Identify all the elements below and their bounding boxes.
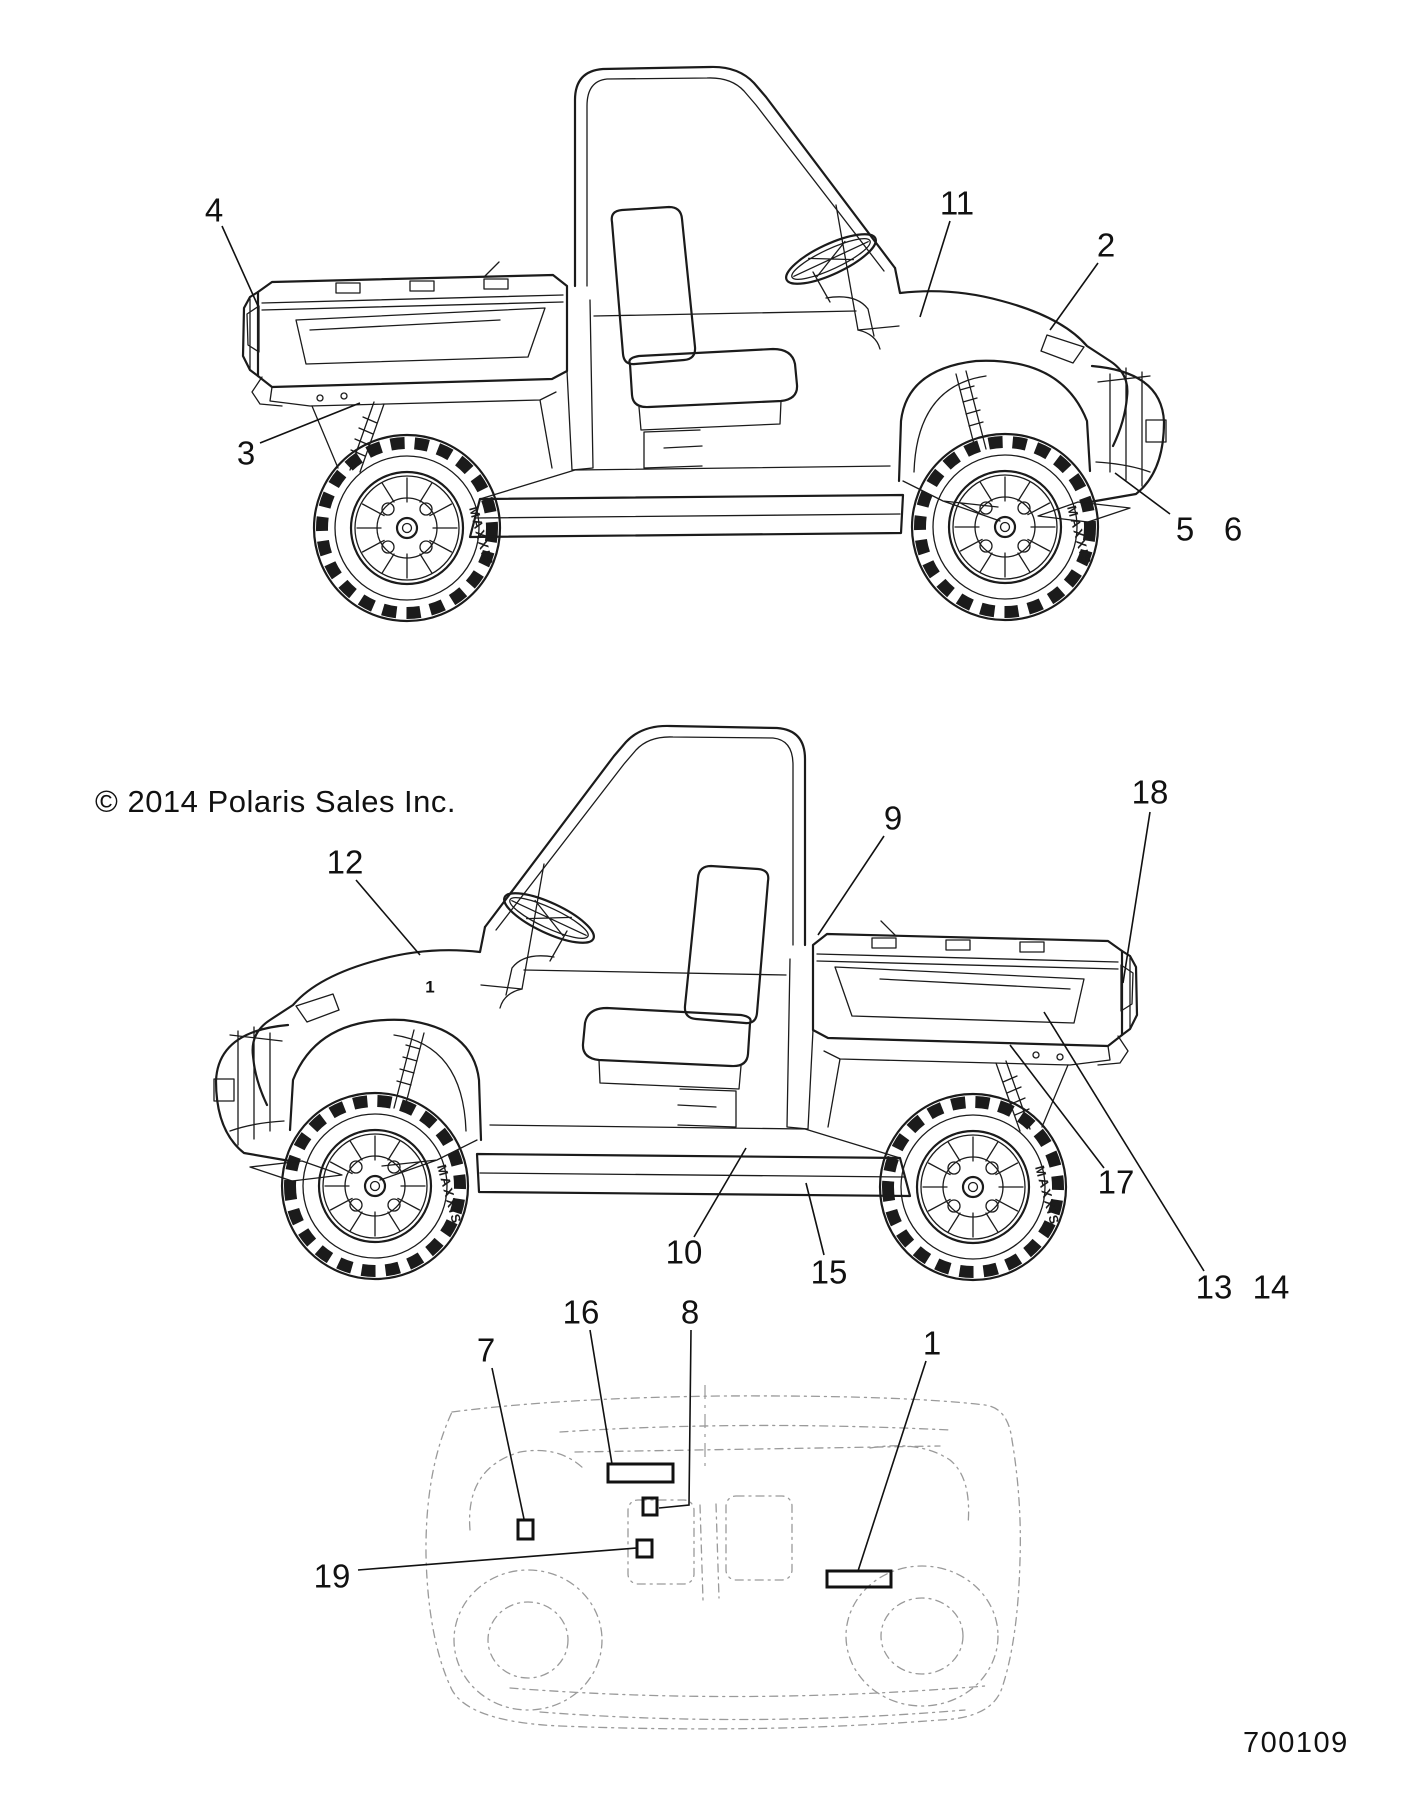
leader-line-10: [693, 1147, 747, 1238]
callout-17: 17: [1098, 1164, 1135, 1201]
callout-6: 6: [1224, 511, 1242, 548]
callout-8: 8: [681, 1294, 699, 1331]
bottom-top-view-ghost-diagram: [425, 1385, 1021, 1730]
callout-7: 7: [477, 1332, 495, 1369]
leader-line-18: [1122, 811, 1151, 984]
leader-line-12: [355, 879, 421, 956]
leader-line-3: [259, 402, 361, 444]
callout-12: 12: [327, 844, 364, 881]
decal-marker-layer: [516, 1462, 893, 1589]
leader-line-4: [221, 225, 259, 307]
leader-line-15: [805, 1182, 825, 1256]
tire-brand-text: MAXXIS: [1032, 1164, 1062, 1228]
leader-line-7: [491, 1367, 525, 1520]
callout-16: 16: [563, 1294, 600, 1331]
decal-marker-8: [641, 1496, 659, 1517]
leader-line-16: [589, 1329, 613, 1465]
leader-line-17: [1009, 1044, 1105, 1169]
callout-1: 1: [923, 1325, 941, 1362]
callout-13: 13: [1196, 1269, 1233, 1306]
tire-brand-text: MAXXIS: [434, 1163, 464, 1227]
leader-line-1: [857, 1360, 927, 1572]
callout-2: 2: [1097, 227, 1115, 264]
leader-line-6: [1114, 472, 1171, 515]
leader-line-19: [357, 1547, 638, 1571]
leader-line-13: [1043, 1011, 1205, 1272]
leader-line-11: [919, 220, 951, 318]
callout-3: 3: [237, 435, 255, 472]
copyright-notice: © 2014 Polaris Sales Inc.: [95, 784, 456, 819]
callout-9: 9: [884, 800, 902, 837]
leader-line-8: [658, 1329, 692, 1509]
decal-marker-16: [606, 1462, 675, 1484]
callout-11: 11: [940, 185, 974, 222]
leader-line-2: [1049, 262, 1099, 331]
part-number: 700109: [1243, 1727, 1349, 1759]
callout-18: 18: [1132, 774, 1169, 811]
decal-marker-1: [825, 1569, 893, 1589]
callout-1: 1: [425, 978, 434, 997]
callout-14: 14: [1253, 1269, 1290, 1306]
callout-10: 10: [666, 1234, 703, 1271]
callout-15: 15: [811, 1254, 848, 1291]
callout-19: 19: [314, 1558, 351, 1595]
callout-5: 5: [1176, 511, 1194, 548]
callout-4: 4: [205, 192, 223, 229]
decal-marker-7: [516, 1518, 535, 1541]
top-side-view-diagram: MAXXIS MAXXIS: [243, 67, 1166, 621]
decal-marker-19: [635, 1538, 654, 1559]
leader-line-9: [817, 835, 885, 936]
